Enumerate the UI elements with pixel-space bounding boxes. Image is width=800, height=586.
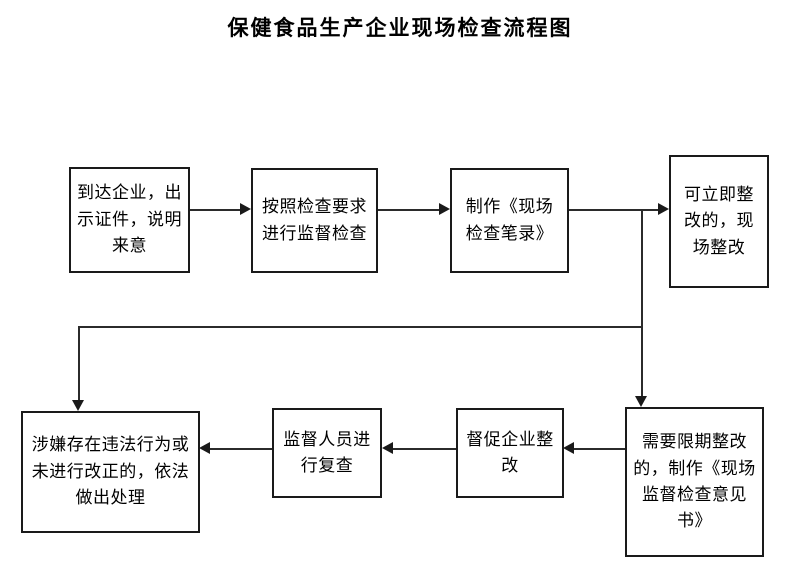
- edge-branch-to-illegal-handling-arrowhead: [72, 400, 84, 411]
- edge-inspection-to-record-arrowhead: [439, 203, 450, 215]
- flow-node-label: 督促企业整改: [466, 429, 554, 475]
- edge-urge-to-reinspection-line: [393, 448, 456, 450]
- flow-node-label: 需要限期整改的，制作《现场监督检查意见书》: [633, 432, 756, 531]
- edge-record-to-immediate-line: [569, 209, 658, 211]
- flow-node-immediate-rectification[interactable]: 可立即整改的，现场整改: [669, 155, 769, 288]
- edge-junction-trunk-vertical: [641, 209, 643, 396]
- flow-node-illegal-handling[interactable]: 涉嫌存在违法行为或未进行改正的，依法做出处理: [21, 411, 200, 533]
- flow-node-make-record[interactable]: 制作《现场检查笔录》: [450, 168, 569, 273]
- edge-record-to-immediate-arrowhead: [658, 203, 669, 215]
- edge-inspection-to-record-line: [378, 209, 439, 211]
- page-title: 保健食品生产企业现场检查流程图: [227, 16, 573, 40]
- edge-reinspection-to-illegal-arrowhead: [199, 442, 210, 454]
- edge-trunk-branch-vertical: [78, 326, 80, 400]
- flow-node-urge-rectification[interactable]: 督促企业整改: [456, 408, 564, 498]
- edge-urge-to-reinspection-arrowhead: [382, 442, 393, 454]
- edge-time-limited-to-urge-line: [574, 448, 625, 450]
- edge-reinspection-to-illegal-line: [210, 448, 272, 450]
- flow-node-conduct-inspection[interactable]: 按照检查要求进行监督检查: [251, 168, 378, 273]
- flow-node-label: 涉嫌存在违法行为或未进行改正的，依法做出处理: [31, 435, 190, 508]
- flow-node-time-limited-rectification[interactable]: 需要限期整改的，制作《现场监督检查意见书》: [625, 407, 764, 557]
- edge-trunk-branch-horizontal: [78, 326, 643, 328]
- flow-node-supervisor-reinspection[interactable]: 监督人员进行复查: [272, 408, 382, 498]
- flow-node-label: 监督人员进行复查: [283, 429, 371, 475]
- edge-time-limited-to-urge-arrowhead: [563, 442, 574, 454]
- edge-arrive-to-inspection-arrowhead: [240, 203, 251, 215]
- edge-arrive-to-inspection-line: [190, 209, 240, 211]
- flow-node-arrive-enterprise[interactable]: 到达企业，出示证件，说明来意: [69, 167, 190, 273]
- flow-node-label: 可立即整改的，现场整改: [684, 184, 754, 257]
- flow-node-label: 按照检查要求进行监督检查: [262, 197, 367, 243]
- flow-node-label: 制作《现场检查笔录》: [465, 197, 554, 243]
- flow-node-label: 到达企业，出示证件，说明来意: [77, 183, 182, 256]
- edge-junction-to-time-limited-arrowhead: [635, 396, 647, 407]
